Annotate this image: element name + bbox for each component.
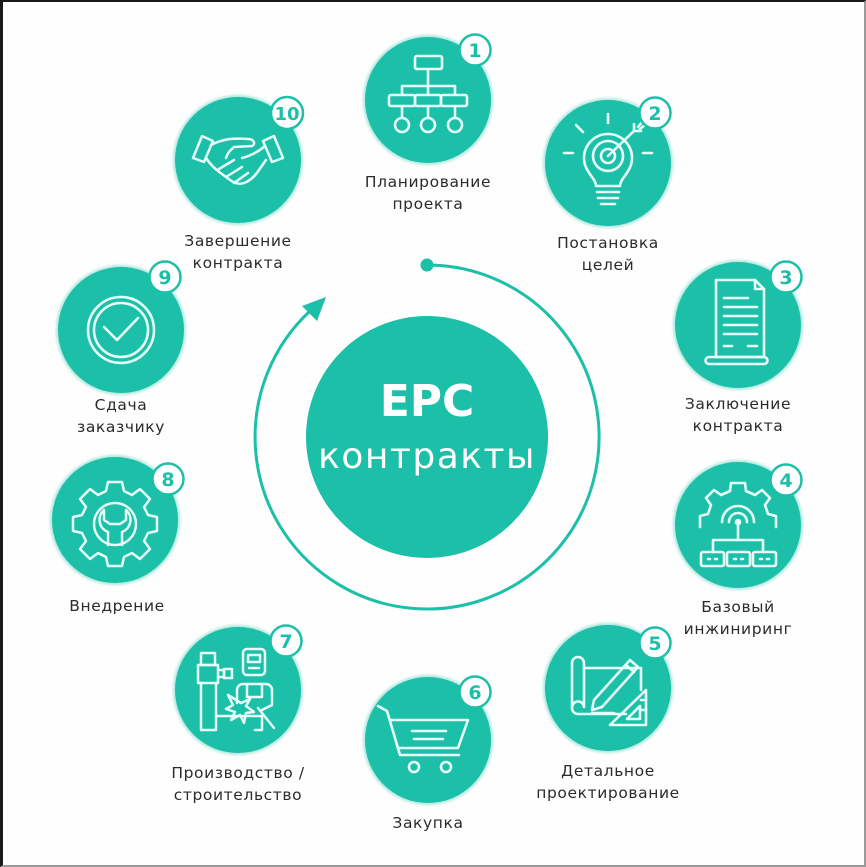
step-label-10: Завершение контракта: [184, 230, 291, 274]
svg-text:6: 6: [468, 682, 481, 704]
step-badge: 7: [269, 624, 303, 658]
step-badge: 5: [638, 626, 672, 660]
step-label-line2: заказчику: [76, 418, 166, 436]
step-badge: 1: [458, 33, 492, 67]
step-label-line1: Закупка: [392, 814, 464, 832]
step-label-line1: Детальное: [561, 762, 655, 780]
cycle-arrow: [253, 258, 601, 611]
welder-machine-icon: [196, 647, 276, 732]
step-label-4: Базовый инжиниринг: [684, 596, 793, 640]
step-node-2: 2: [543, 96, 673, 228]
cycle-start-dot: [420, 258, 434, 272]
check-circle-icon: [86, 295, 156, 365]
step-label-line1: Постановка: [557, 234, 659, 252]
handshake-icon: [191, 134, 285, 185]
step-badge: 8: [151, 462, 185, 496]
step-label-7: Производство / строительство: [171, 762, 304, 806]
center-circle: [306, 316, 548, 558]
step-label-1: Планирование проекта: [365, 171, 491, 215]
step-badge: 6: [458, 675, 492, 709]
step-label-line1: Завершение: [184, 232, 292, 250]
svg-text:10: 10: [274, 104, 299, 125]
step-label-line2: проектирование: [536, 784, 680, 802]
step-label-line1: Планирование: [364, 173, 492, 191]
org-chart-icon: [387, 54, 469, 134]
step-label-5: Детальное проектирование: [536, 760, 680, 804]
step-label-line2: контракта: [692, 417, 784, 435]
svg-text:3: 3: [779, 267, 792, 289]
center-title: EPC: [379, 376, 475, 427]
step-node-8: 8: [50, 455, 185, 585]
svg-text:5: 5: [648, 633, 661, 655]
step-label-2: Постановка целей: [557, 232, 659, 276]
svg-text:8: 8: [161, 469, 174, 491]
step-badge: 2: [638, 96, 672, 130]
svg-text:9: 9: [158, 267, 171, 289]
step-label-line1: Сдача: [94, 396, 148, 414]
step-badge: 9: [148, 260, 182, 294]
shopping-cart-icon: [376, 704, 470, 774]
step-label-line2: инжиниринг: [683, 620, 793, 638]
svg-text:7: 7: [279, 631, 292, 653]
gear-wrench-icon: [71, 480, 159, 568]
step-label-line1: Заключение: [684, 395, 792, 413]
step-node-1: 1: [363, 33, 493, 165]
step-label-line2: проекта: [392, 195, 464, 213]
svg-text:1: 1: [468, 40, 481, 62]
step-node-6: 6: [363, 675, 493, 805]
gear-network-icon: [698, 481, 778, 568]
step-label-line1: Производство /: [171, 764, 305, 782]
lightbulb-target-icon: [562, 112, 654, 206]
svg-text:2: 2: [648, 103, 661, 125]
step-label-line2: контракта: [192, 254, 284, 272]
step-label-9: Сдача заказчику: [77, 394, 165, 438]
step-label-6: Закупка: [392, 812, 463, 834]
step-label-8: Внедрение: [69, 595, 165, 617]
step-label-3: Заключение контракта: [685, 393, 791, 437]
svg-text:4: 4: [779, 470, 792, 492]
step-node-3: 3: [673, 260, 803, 390]
step-badge: 10: [269, 95, 305, 131]
document-scroll-icon: [704, 278, 769, 366]
step-node-10: 10: [173, 95, 305, 225]
step-badge: 4: [769, 463, 803, 497]
step-label-line2: целей: [581, 256, 635, 274]
step-badge: 3: [769, 260, 803, 294]
step-node-4: 4: [673, 460, 803, 590]
step-label-line1: Базовый: [701, 598, 775, 616]
center-subtitle: контракты: [318, 436, 536, 477]
step-node-9: 9: [56, 260, 186, 395]
step-label-line2: строительство: [173, 786, 303, 804]
blueprint-pencil-ruler-icon: [570, 655, 648, 727]
step-label-line1: Внедрение: [69, 597, 165, 615]
step-node-5: 5: [543, 623, 673, 753]
arrowhead-icon: [302, 297, 326, 321]
step-node-7: 7: [173, 624, 303, 755]
